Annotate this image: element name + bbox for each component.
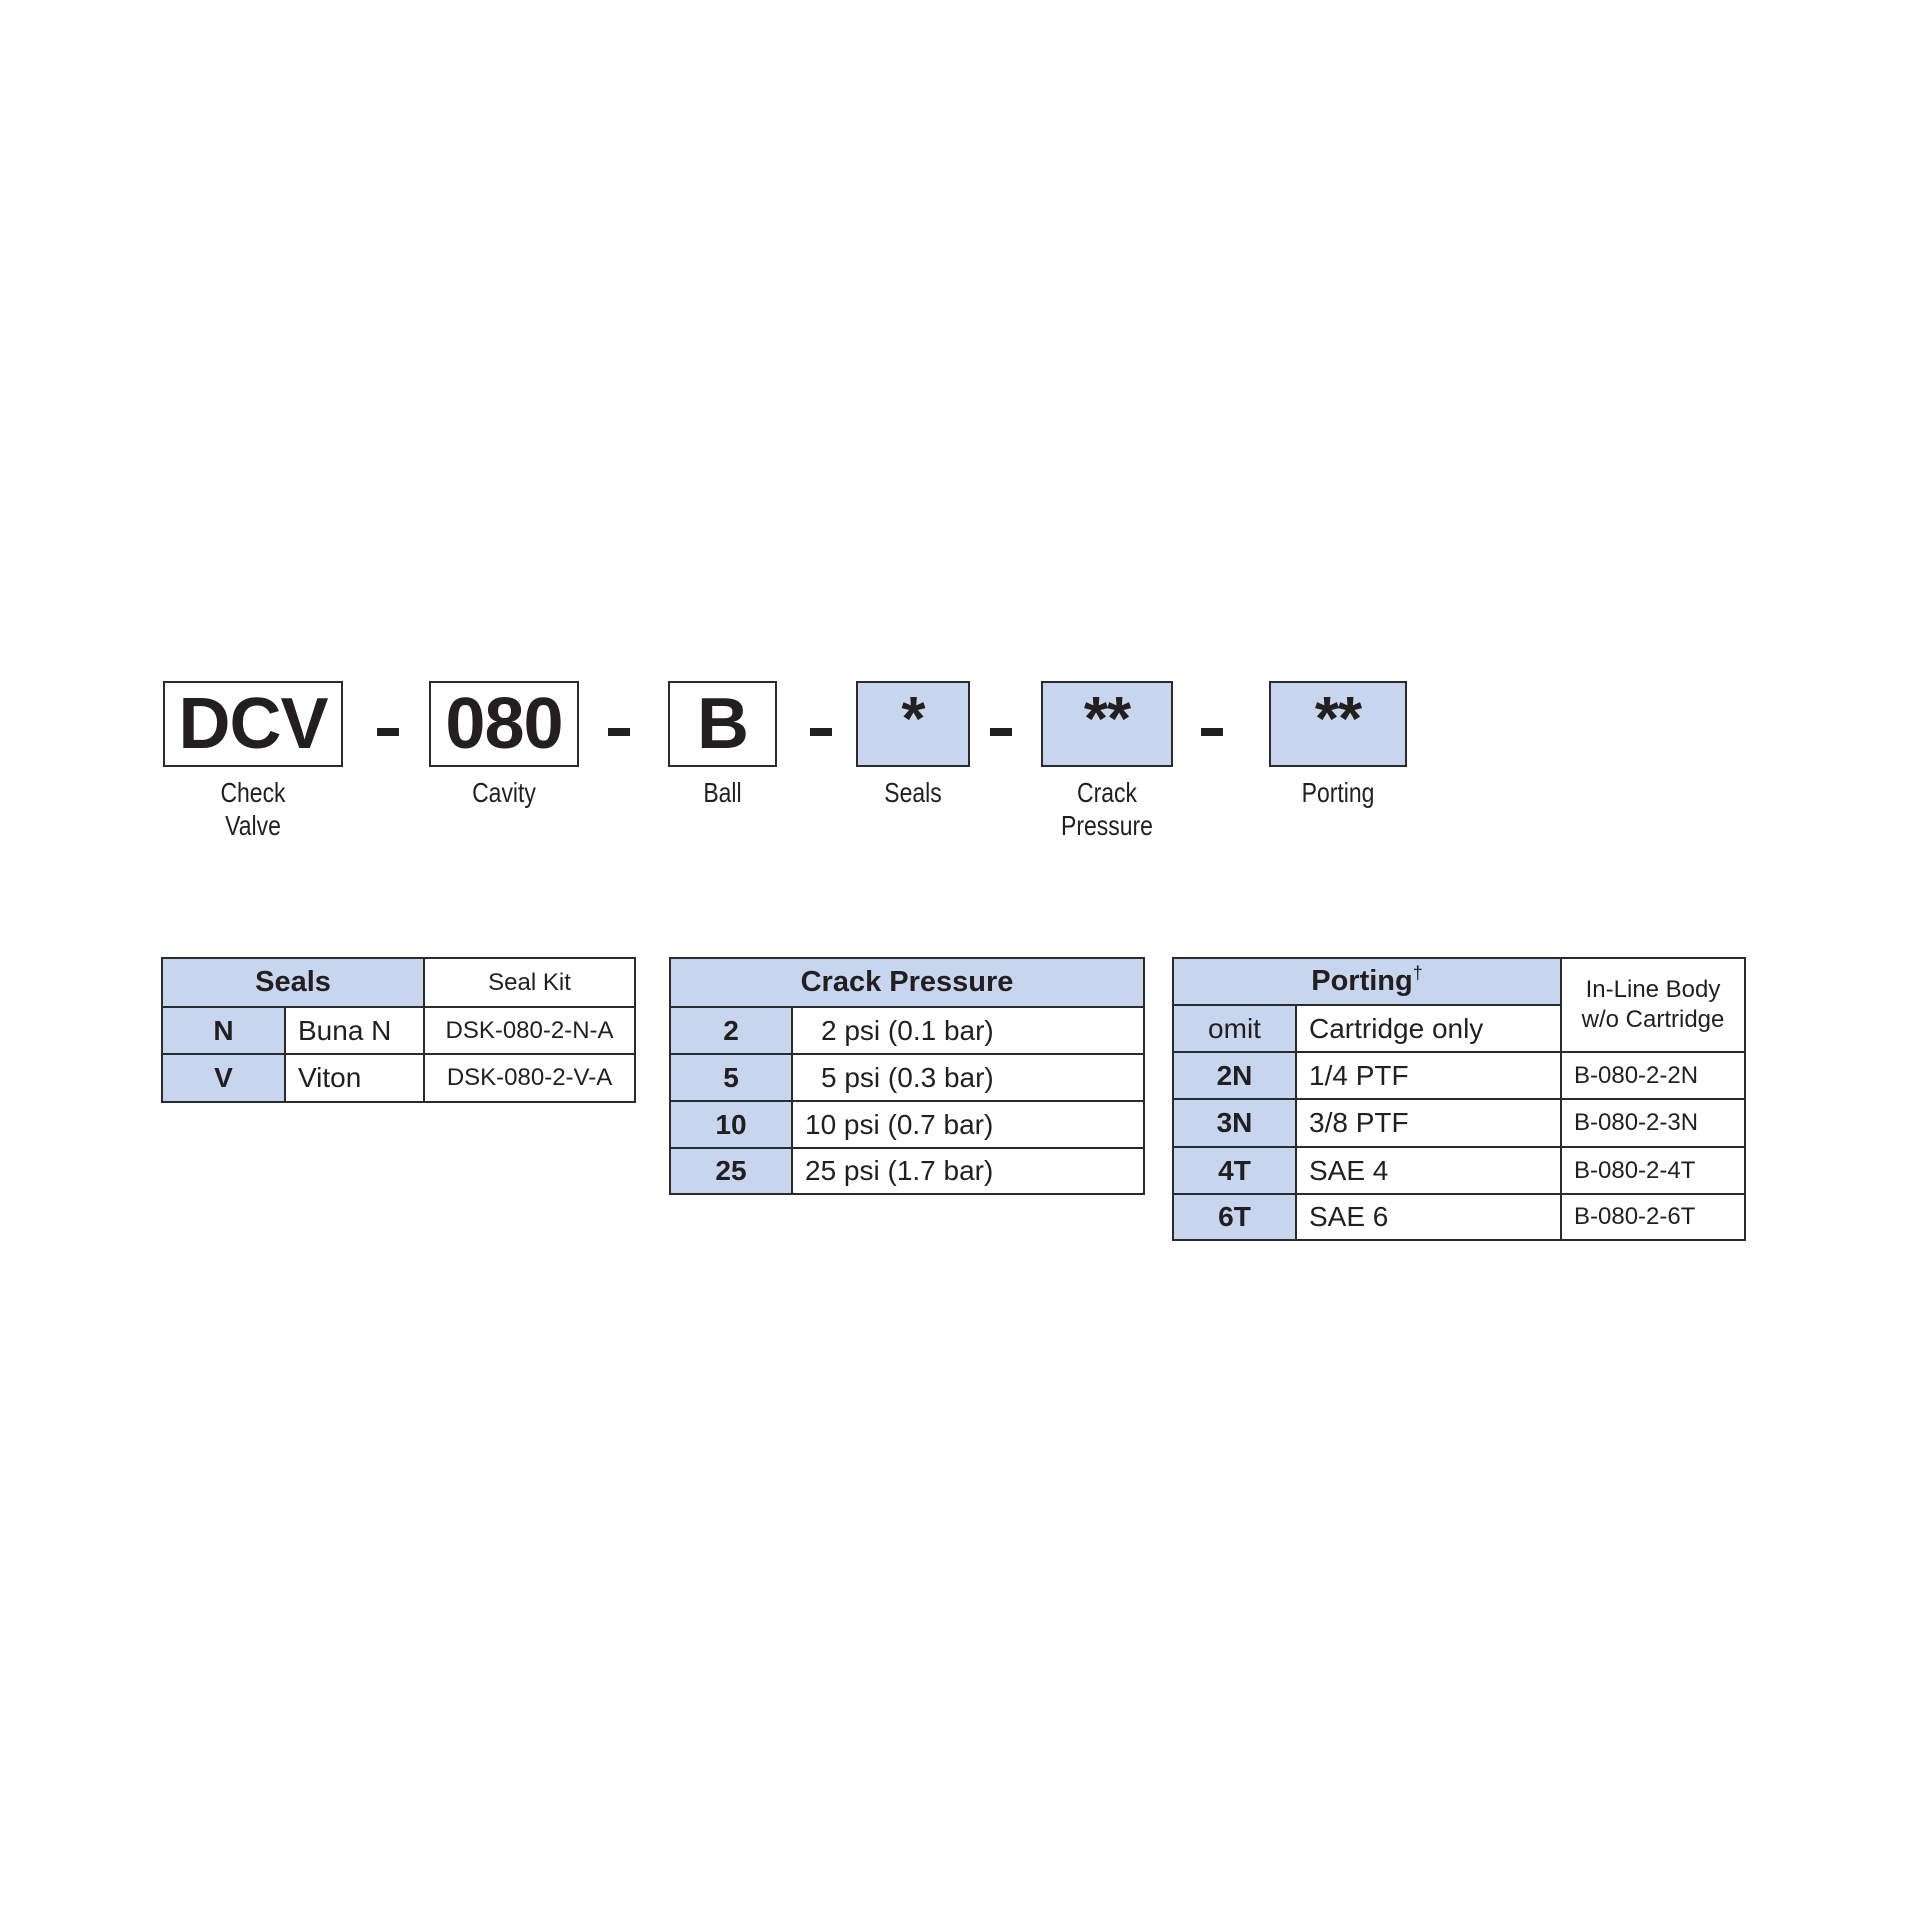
- inline-body-part: B-080-2-4T: [1560, 1146, 1747, 1195]
- table-row: 3N 3/8 PTF B-080-2-3N: [1172, 1098, 1747, 1148]
- code-label-crack-pressure: Crack Pressure: [1053, 776, 1161, 842]
- crack-code: 10: [669, 1100, 793, 1149]
- crack-pressure-table: Crack Pressure 2 2 psi (0.1 bar) 5 5 psi…: [668, 957, 1146, 1195]
- code-box-cavity: 080: [429, 681, 579, 767]
- crack-code: 25: [669, 1147, 793, 1195]
- porting-code: 6T: [1172, 1193, 1297, 1241]
- table-row: 2 2 psi (0.1 bar): [669, 1006, 1146, 1055]
- seal-code: V: [161, 1053, 286, 1103]
- label-line: Valve: [225, 810, 281, 841]
- code-label-check-valve: Check Valve: [179, 776, 327, 842]
- label-line: Pressure: [1061, 810, 1153, 841]
- porting-code: omit: [1172, 1004, 1297, 1053]
- label-line: Seals: [884, 777, 942, 808]
- crack-code: 5: [669, 1053, 793, 1102]
- label-line: Ball: [703, 777, 742, 808]
- inline-body-header: In-Line Body w/o Cartridge: [1560, 957, 1747, 1053]
- porting-description: 3/8 PTF: [1294, 1098, 1563, 1148]
- seal-kit-header: Seal Kit: [423, 957, 637, 1008]
- separator-dash: [1201, 728, 1223, 736]
- porting-table: Porting† In-Line Body w/o Cartridge omit…: [1171, 957, 1747, 1241]
- table-row: N Buna N DSK-080-2-N-A: [161, 1006, 637, 1055]
- porting-description: Cartridge only: [1294, 1004, 1563, 1053]
- porting-header: Porting†: [1171, 957, 1563, 1006]
- table-row: 5 5 psi (0.3 bar): [669, 1053, 1146, 1102]
- porting-header-text: Porting: [1311, 965, 1413, 997]
- code-label-seals: Seals: [866, 776, 959, 809]
- seal-material: Viton: [283, 1053, 426, 1103]
- code-box-seals: *: [856, 681, 970, 767]
- seal-kit: DSK-080-2-N-A: [423, 1006, 637, 1055]
- table-row: 10 10 psi (0.7 bar): [669, 1100, 1146, 1149]
- porting-code: 4T: [1172, 1146, 1297, 1195]
- table-row: V Viton DSK-080-2-V-A: [161, 1053, 637, 1103]
- crack-value: 25 psi (1.7 bar): [790, 1147, 1146, 1195]
- table-row: 2N 1/4 PTF B-080-2-2N: [1172, 1051, 1747, 1100]
- code-label-ball: Ball: [678, 776, 767, 809]
- inline-body-part: B-080-2-2N: [1560, 1051, 1747, 1100]
- crack-pressure-header: Crack Pressure: [668, 957, 1146, 1008]
- separator-dash: [990, 728, 1012, 736]
- seals-header: Seals: [160, 957, 426, 1008]
- header-line: w/o Cartridge: [1581, 1006, 1725, 1033]
- separator-dash: [377, 728, 399, 736]
- crack-code: 2: [669, 1006, 793, 1055]
- porting-description: SAE 6: [1294, 1193, 1563, 1241]
- seals-table: Seals Seal Kit N Buna N DSK-080-2-N-A V …: [160, 957, 637, 1103]
- table-row: 6T SAE 6 B-080-2-6T: [1172, 1193, 1747, 1241]
- code-label-cavity: Cavity: [443, 776, 566, 809]
- label-line: Crack: [1077, 777, 1137, 808]
- label-line: Cavity: [472, 777, 536, 808]
- porting-description: SAE 4: [1294, 1146, 1563, 1195]
- code-box-porting: **: [1269, 681, 1407, 767]
- code-label-porting: Porting: [1281, 776, 1394, 809]
- table-row: 4T SAE 4 B-080-2-4T: [1172, 1146, 1747, 1195]
- inline-body-part: B-080-2-3N: [1560, 1098, 1747, 1148]
- separator-dash: [810, 728, 832, 736]
- code-box-ball: B: [668, 681, 777, 767]
- porting-code: 2N: [1172, 1051, 1297, 1100]
- label-line: Porting: [1301, 777, 1375, 808]
- code-box-crack-pressure: **: [1041, 681, 1173, 767]
- label-line: Check: [220, 777, 286, 808]
- crack-value: 5 psi (0.3 bar): [790, 1053, 1146, 1102]
- seal-kit: DSK-080-2-V-A: [423, 1053, 637, 1103]
- crack-value: 2 psi (0.1 bar): [790, 1006, 1146, 1055]
- separator-dash: [608, 728, 630, 736]
- code-box-check-valve: DCV: [163, 681, 343, 767]
- porting-description: 1/4 PTF: [1294, 1051, 1563, 1100]
- dagger-footnote-mark: †: [1412, 963, 1423, 983]
- header-line: In-Line Body: [1585, 976, 1721, 1003]
- seal-material: Buna N: [283, 1006, 426, 1055]
- table-row: 25 25 psi (1.7 bar): [669, 1147, 1146, 1195]
- inline-body-part: B-080-2-6T: [1560, 1193, 1747, 1241]
- seal-code: N: [161, 1006, 286, 1055]
- crack-value: 10 psi (0.7 bar): [790, 1100, 1146, 1149]
- porting-code: 3N: [1172, 1098, 1297, 1148]
- table-row: omit Cartridge only: [1172, 1004, 1745, 1053]
